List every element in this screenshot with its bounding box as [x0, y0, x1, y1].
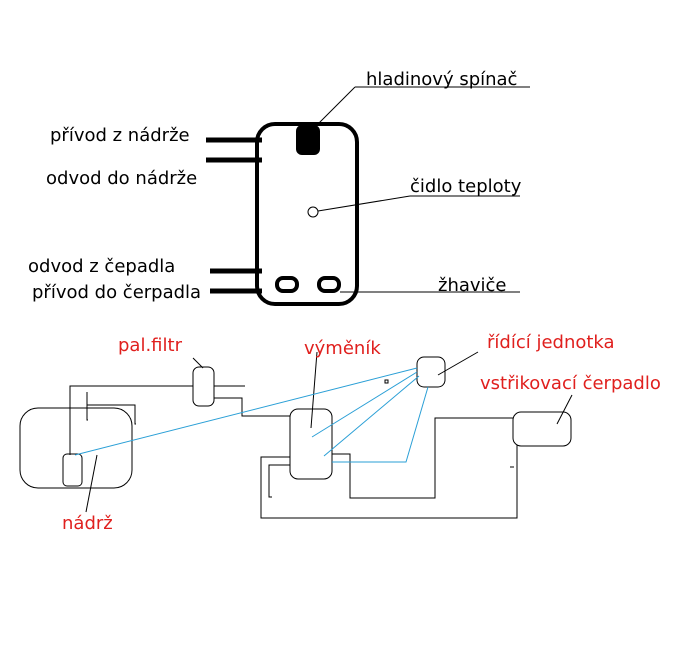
- tank-label-leader: [85, 454, 98, 513]
- float-switch-block: [296, 125, 320, 155]
- tank-pickup: [62, 453, 83, 487]
- inlet-to-pump-label: přívod do čerpadla: [32, 282, 202, 303]
- outlet-to-tank-label: odvod do nádrže: [46, 168, 198, 189]
- connector-dot: [384, 379, 389, 384]
- pipe-to-injection-pump: [332, 417, 513, 499]
- system-layout-drawing: [19, 351, 573, 519]
- pipe-tank-to-filter: [69, 385, 193, 455]
- wire-to-exchanger-c: [332, 386, 429, 463]
- fuel-filter-label: pal.filtr: [118, 335, 182, 356]
- control-wires: [74, 367, 429, 463]
- control-unit-box: [416, 356, 446, 388]
- return-tank-pipe: [86, 392, 88, 421]
- pipe-filter-to-exchanger: [214, 397, 290, 417]
- injection-pump-leader: [556, 394, 573, 425]
- wire-to-tank: [74, 367, 418, 456]
- temp-sensor: [307, 206, 319, 218]
- injection-pump-box: [512, 411, 572, 447]
- control-unit-leader: [437, 351, 479, 376]
- pipe-loop-bottom: [260, 445, 518, 519]
- fuel-filter-box: [192, 366, 215, 407]
- wire-to-exchanger-a: [311, 371, 418, 438]
- control-unit-label: řídící jednotka: [487, 332, 615, 353]
- temp-sensor-leader: [317, 195, 411, 212]
- glow-plugs-label: žhaviče: [438, 275, 507, 296]
- return-pipe-top: [87, 404, 136, 425]
- injection-pump-label: vstřikovací čerpadlo: [480, 373, 661, 394]
- tank-box: [19, 407, 133, 489]
- inlet-from-tank-label: přívod z nádrže: [50, 125, 190, 146]
- float-switch-label: hladinový spínač: [366, 69, 518, 90]
- heater-detail-drawing: [206, 86, 530, 306]
- exchanger-box: [289, 408, 333, 480]
- fuel-filter-leader: [192, 357, 204, 369]
- exchanger-label: výměník: [304, 338, 381, 359]
- exchanger-leader: [310, 351, 318, 429]
- wire-to-exchanger-b: [323, 375, 420, 457]
- heater-body: [255, 122, 359, 306]
- outlet-from-pump-label: odvod z čepadla: [28, 256, 176, 277]
- temp-sensor-label: čidlo teploty: [410, 176, 522, 197]
- glow-plug-left: [275, 276, 299, 293]
- tank-label: nádrž: [62, 513, 113, 534]
- float-switch-leader: [315, 86, 356, 127]
- pipe-exchanger-return: [268, 464, 290, 498]
- glow-plug-right: [317, 276, 341, 293]
